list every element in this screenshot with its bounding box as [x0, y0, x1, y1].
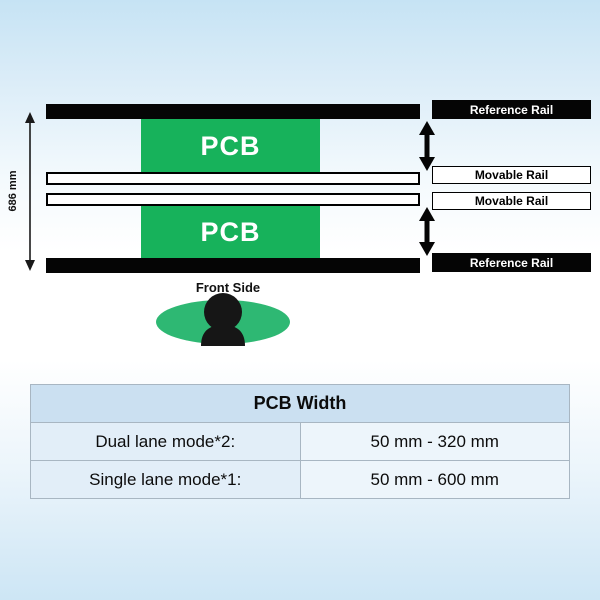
movable-rail-2-bar — [46, 193, 420, 206]
operator-icon — [156, 293, 290, 346]
dimension-arrow-icon — [25, 112, 35, 271]
front-side-label: Front Side — [195, 280, 261, 295]
dual-lane-label: Dual lane mode*2: — [30, 422, 301, 461]
reference-rail-bottom-tag: Reference Rail — [432, 253, 591, 272]
table-header-row: PCB Width — [30, 384, 570, 423]
single-lane-value: 50 mm - 600 mm — [299, 460, 570, 499]
movable-rail-1-tag: Movable Rail — [432, 166, 591, 184]
pcb-top-label: PCB — [200, 130, 261, 161]
pcb-bottom-label: PCB — [200, 217, 261, 247]
pcb-bottom-block: PCB — [141, 206, 320, 259]
dimension-label: 686 mm — [7, 170, 19, 212]
table-row-single-lane: Single lane mode*1: 50 mm - 600 mm — [30, 460, 570, 499]
table-title: PCB Width — [30, 384, 570, 423]
pcb-width-table: PCB Width Dual lane mode*2: 50 mm - 320 … — [30, 384, 570, 499]
reference-rail-bottom-bar — [46, 258, 420, 273]
reference-rail-top-tag: Reference Rail — [432, 100, 591, 119]
dual-lane-value: 50 mm - 320 mm — [299, 422, 570, 461]
reference-rail-top-bar — [46, 104, 420, 119]
single-lane-label: Single lane mode*1: — [30, 460, 301, 499]
movable-rail-2-tag: Movable Rail — [432, 192, 591, 210]
table-row-dual-lane: Dual lane mode*2: 50 mm - 320 mm — [30, 422, 570, 461]
movable-rail-1-bar — [46, 172, 420, 185]
pcb-top-block: PCB — [141, 119, 320, 173]
rail-gap-arrow-top-icon — [419, 121, 435, 171]
rail-gap-arrow-bottom-icon — [419, 207, 435, 256]
